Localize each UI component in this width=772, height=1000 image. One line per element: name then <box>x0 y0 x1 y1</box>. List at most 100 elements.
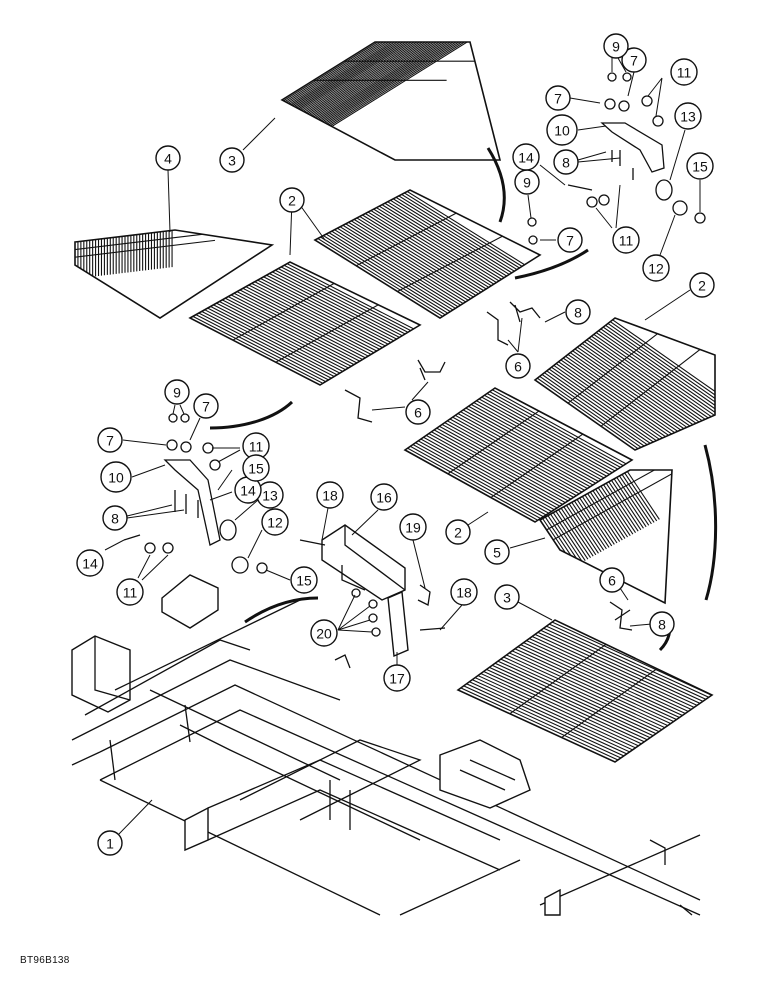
grate-bar <box>458 668 712 762</box>
callout-14: 14 <box>76 549 104 577</box>
grate-bar <box>607 473 644 529</box>
grate-bar <box>190 299 408 385</box>
grate-bar <box>196 285 420 385</box>
callout-19: 19 <box>399 513 427 541</box>
grate-bar <box>304 42 473 136</box>
grate-bar <box>506 620 712 749</box>
callout-label: 8 <box>111 511 119 527</box>
grate-bar <box>301 42 470 136</box>
callout-label: 11 <box>619 233 634 249</box>
grate-bar <box>318 42 487 136</box>
grate-outline <box>74 229 275 319</box>
grate-bar <box>458 388 632 511</box>
leader-c12b <box>247 529 263 559</box>
callout-16: 16 <box>370 483 398 511</box>
grate-bar <box>538 347 715 450</box>
callout-circle <box>674 102 702 130</box>
callout-circle <box>670 58 698 86</box>
grate-bar <box>298 42 467 136</box>
callout-3: 3 <box>219 147 245 173</box>
grate-bar <box>331 201 540 318</box>
callout-6: 6 <box>505 353 531 379</box>
callout-label: 7 <box>566 233 574 249</box>
grate-bar <box>540 345 715 450</box>
grate-bar <box>231 266 420 385</box>
grate-bar <box>442 391 632 522</box>
callout-circle <box>383 664 411 692</box>
machine-frame <box>71 599 701 916</box>
leader-c13a <box>669 129 686 181</box>
callout-9: 9 <box>164 379 190 405</box>
grate-bar <box>315 212 538 318</box>
grate-bar <box>315 42 484 136</box>
callout-label: 6 <box>608 573 616 589</box>
grate-bar <box>452 388 632 515</box>
grate-bar <box>535 350 715 450</box>
grate-bar <box>535 358 705 450</box>
grate-bar <box>190 292 419 385</box>
callout-13: 13 <box>674 102 702 130</box>
grate-bar <box>315 220 521 318</box>
grate-bar <box>328 203 540 318</box>
grate-bar <box>405 420 632 522</box>
callout-label: 11 <box>249 439 264 455</box>
grate-bar <box>282 42 400 136</box>
callout-circle <box>100 461 132 493</box>
grate-crossbar <box>540 470 672 555</box>
callout-circle <box>689 272 715 298</box>
callout-circle <box>76 549 104 577</box>
grate-bar <box>580 318 715 442</box>
grate-bar <box>436 395 632 522</box>
grate-bar <box>573 319 715 447</box>
grate-bar <box>282 42 417 136</box>
grate-bar <box>292 42 461 136</box>
grate-bar <box>585 485 623 541</box>
callout-7: 7 <box>545 85 571 111</box>
callout-circle <box>603 33 629 59</box>
grate-bar <box>614 470 652 525</box>
callout-5: 5 <box>484 539 510 565</box>
callout-circle <box>642 254 670 282</box>
grate-bar <box>455 388 632 513</box>
grate-bar <box>564 497 602 553</box>
callout-15: 15 <box>686 152 714 180</box>
grate-bar <box>315 210 540 318</box>
grate-bar <box>362 190 540 318</box>
grate-bar <box>282 42 397 136</box>
callout-label: 5 <box>493 545 501 561</box>
callout-7: 7 <box>193 393 219 419</box>
grate-bar <box>190 300 405 385</box>
grate-bar <box>367 190 540 318</box>
callout-circle <box>97 427 123 453</box>
callout-15: 15 <box>242 454 270 482</box>
callout-label: 12 <box>648 261 664 277</box>
grate-bars <box>540 470 672 567</box>
grate-bar <box>243 262 420 382</box>
callout-label: 9 <box>173 385 181 401</box>
callout-circle <box>649 611 675 637</box>
grate-bars <box>315 190 540 318</box>
callout-label: 15 <box>692 159 708 175</box>
leader-c8c <box>126 504 185 519</box>
grate-bar <box>405 424 630 522</box>
hardware-cluster-left <box>123 413 268 574</box>
callout-1: 1 <box>97 830 123 856</box>
grate-bar <box>546 507 584 563</box>
grate-bar <box>373 190 540 318</box>
grate-bar <box>571 321 715 449</box>
grate-panel-lower-right <box>538 469 673 605</box>
grate-bar <box>260 262 420 372</box>
grate-bar <box>240 262 420 383</box>
callout-label: 1 <box>106 836 114 852</box>
leader-c11a <box>647 77 663 117</box>
callout-circle <box>445 519 471 545</box>
callout-label: 3 <box>503 590 511 606</box>
grate-bar <box>548 506 586 561</box>
leader-c8b <box>544 311 566 323</box>
callout-circle <box>370 483 398 511</box>
leader-c1 <box>117 799 153 836</box>
callout-label: 7 <box>630 53 638 69</box>
leader-c6c <box>619 587 629 601</box>
grate-bar <box>282 42 406 136</box>
callout-circle <box>405 399 431 425</box>
